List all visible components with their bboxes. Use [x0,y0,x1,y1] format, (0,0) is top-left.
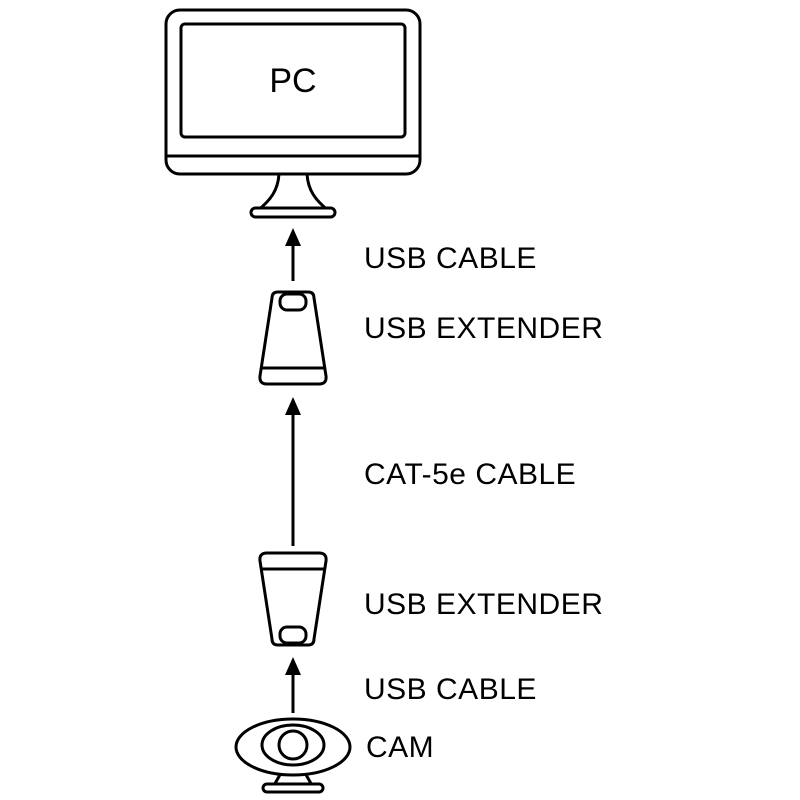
arrow-head-icon [285,657,301,675]
extender-body [258,551,328,647]
cat5e-cable-arrow [285,397,301,546]
cat5e-cable-label: CAT-5e CABLE [364,458,576,491]
arrow-head-icon [285,397,301,415]
webcam-stand-base [261,782,325,794]
webcam-lens-icon [277,729,309,761]
extender-body [258,290,328,386]
webcam [234,717,352,794]
usb-extender-top [258,290,328,386]
usb-cable-top-label: USB CABLE [364,242,537,275]
usb-cable-arrow-bottom [285,657,301,713]
monitor-stand-base [249,206,337,219]
usb-extender-bottom-label: USB EXTENDER [364,588,603,621]
usb-cable-arrow-top [285,228,301,281]
monitor-stand-neck [252,172,334,213]
arrow-head-icon [285,228,301,246]
pc-label: PC [269,62,316,100]
usb-extender-bottom [258,551,328,647]
usb-connector-notch [278,625,308,645]
usb-connector-notch [278,292,308,312]
monitor-screen [179,22,407,139]
usb-cable-bottom-label: USB CABLE [364,673,537,706]
pc-monitor: PC [164,8,422,219]
cam-label: CAM [366,731,434,764]
usb-extender-top-label: USB EXTENDER [364,312,603,345]
